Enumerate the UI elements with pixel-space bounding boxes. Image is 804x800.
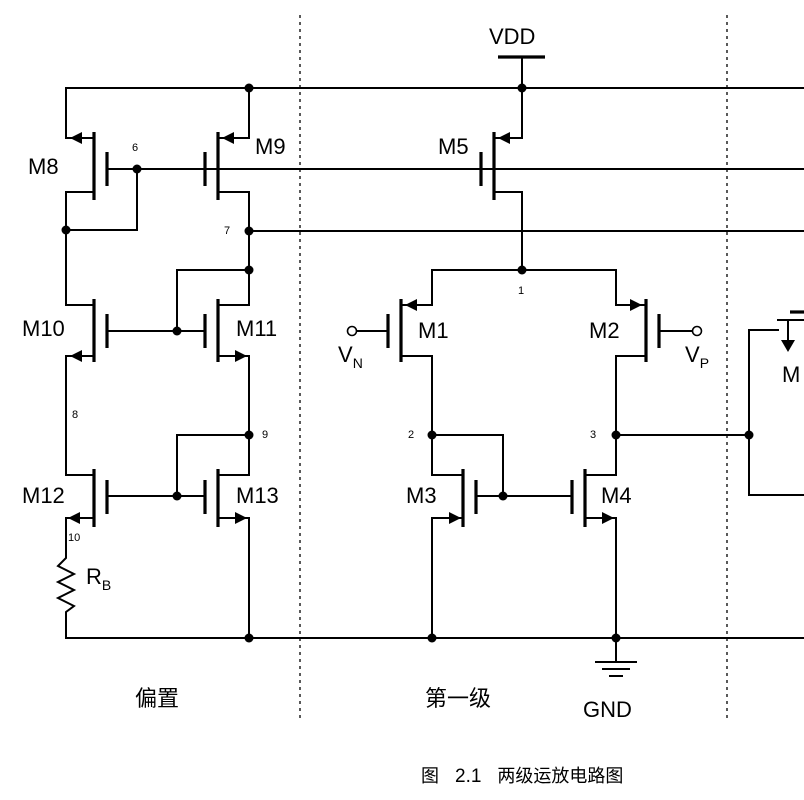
node-1-label: 1	[518, 285, 524, 297]
second-stage-partial	[748, 310, 804, 496]
transistor-m4	[570, 469, 617, 639]
transistor-m2	[615, 269, 703, 476]
transistor-m10	[65, 229, 206, 476]
m8-label: M8	[28, 154, 59, 179]
transistor-m5	[479, 87, 523, 271]
vn-label: VN	[338, 342, 363, 371]
junction-dots	[61, 83, 754, 643]
labels: VDD GND M8 M9 M10 M11 M12 M13 M5 M1 M2 M…	[22, 24, 800, 787]
transistor-m3	[431, 434, 573, 639]
section-first-stage-label: 第一级	[425, 687, 491, 712]
transistor-m12	[65, 469, 206, 551]
m1-label: M1	[418, 318, 449, 343]
m4-label: M4	[601, 483, 632, 508]
m13-label: M13	[236, 483, 279, 508]
m12-label: M12	[22, 483, 65, 508]
node-9-label: 9	[262, 429, 268, 441]
m3-label: M3	[406, 483, 437, 508]
rb-label: RB	[86, 564, 111, 593]
m9-label: M9	[255, 134, 286, 159]
first-stage	[346, 87, 750, 677]
node-7-label: 7	[224, 225, 230, 237]
m-cut-label: M	[782, 362, 800, 387]
vdd-label: VDD	[489, 24, 535, 49]
section-dividers	[299, 15, 728, 720]
m5-label: M5	[438, 134, 469, 159]
transistor-m8	[65, 87, 138, 231]
gnd-label: GND	[583, 697, 632, 722]
transistor-m11	[176, 269, 250, 436]
node-10-label: 10	[68, 532, 80, 544]
resistor-rb	[55, 549, 77, 639]
gnd-symbol	[595, 637, 637, 677]
node-8-label: 8	[72, 409, 78, 421]
node-6-label: 6	[132, 142, 138, 154]
section-bias-label: 偏置	[135, 687, 179, 712]
node-2-label: 2	[408, 429, 414, 441]
bias-network	[55, 87, 250, 639]
m2-label: M2	[589, 318, 620, 343]
m11-label: M11	[236, 316, 277, 341]
node-3-label: 3	[590, 429, 596, 441]
transistor-m1	[346, 269, 433, 436]
transistor-m9	[203, 87, 250, 271]
vp-label: VP	[685, 342, 709, 371]
transistor-m13	[176, 434, 250, 639]
m10-label: M10	[22, 316, 65, 341]
